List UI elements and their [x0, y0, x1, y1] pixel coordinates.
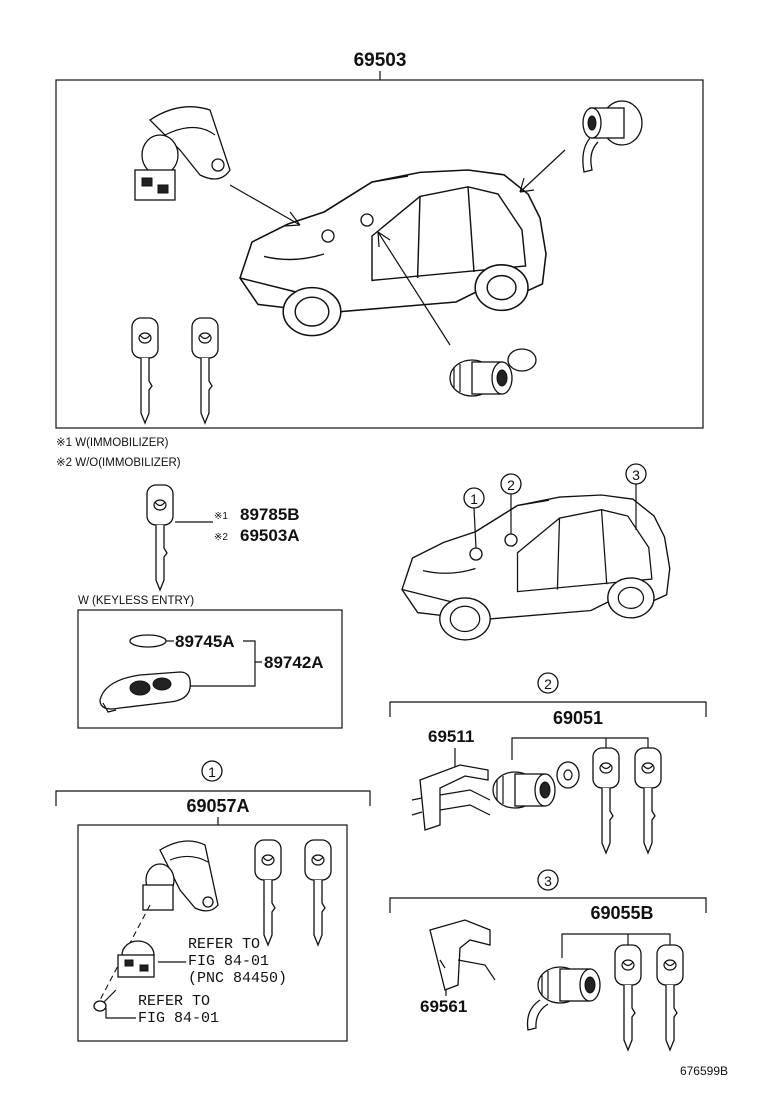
section3-clip-part-number: 69561: [420, 997, 467, 1016]
section3-bracket: [389, 897, 707, 913]
key-mark-2: ※2: [214, 532, 228, 543]
assembly-part-number: 69503: [354, 50, 407, 71]
vehicle-illustration: [239, 169, 547, 337]
hatch-lock-illustration: [582, 100, 643, 173]
section1-screw-illustration: [93, 989, 117, 1012]
key-illustration: [254, 839, 282, 946]
section3-callout-circle: [537, 869, 559, 891]
section3-callout-label: 3: [544, 873, 552, 889]
key-illustration: [592, 747, 620, 854]
section1-ref2-line1: REFER TO: [138, 993, 210, 1010]
section2-clip-illustration: [411, 764, 491, 831]
section3-leader-line: [561, 933, 671, 958]
location-marker-1: [469, 547, 483, 561]
ignition-location-marker: [321, 229, 335, 243]
section1-ref2-leader: [105, 1008, 136, 1019]
note-without-immobilizer: ※2 W/O(IMMOBILIZER): [56, 457, 181, 469]
key-illustration: [614, 944, 642, 1051]
transmitter-illustration: [99, 671, 191, 713]
section1-switch-illustration: [117, 940, 155, 978]
section1-bracket: [55, 790, 371, 806]
door-pointer-arrow: [377, 231, 451, 346]
keyless-title: W (KEYLESS ENTRY): [78, 595, 194, 607]
section1-ref1-line3: (PNC 84450): [188, 970, 287, 987]
location-marker-2: [504, 533, 518, 547]
section1-ref1-line2: FIG 84-01: [188, 953, 269, 970]
keyless-frame: [77, 609, 343, 729]
key-mark-1: ※1: [214, 511, 228, 522]
section2-lever-illustration: [556, 761, 580, 789]
section2-cylinder-illustration: [492, 771, 556, 809]
section1-ref1-line1: REFER TO: [188, 936, 260, 953]
diagram-id: 676599B: [680, 1064, 728, 1078]
callout-label-3: 3: [632, 467, 640, 483]
section1-callout-circle: [201, 760, 223, 782]
section3-part-number: 69055B: [590, 903, 653, 923]
section2-callout-label: 2: [544, 676, 552, 692]
section2-part-number: 69051: [553, 708, 603, 728]
vehicle-illustration: [401, 494, 671, 641]
section1-ref2-line2: FIG 84-01: [138, 1010, 219, 1027]
door-lock-illustration: [449, 359, 513, 397]
key-illustration: [656, 944, 684, 1051]
key-illustration: [146, 484, 174, 591]
callout-label-1: 1: [470, 491, 478, 507]
section3-clip-illustration: [429, 919, 496, 991]
callout-leader-1: [473, 507, 477, 549]
section3-cylinder-illustration: [537, 966, 601, 1004]
callout-label-2: 2: [507, 477, 515, 493]
section2-bracket: [389, 701, 707, 717]
ignition-lock-illustration: [134, 106, 231, 201]
section1-ignition-illustration: [142, 840, 219, 912]
door-location-marker: [360, 213, 374, 227]
key-illustration: [191, 317, 219, 424]
transmitter-leader-line: [190, 640, 262, 687]
section2-clip-part-number: 69511: [428, 727, 474, 746]
section1-frame: [77, 824, 348, 1042]
key-illustration: [634, 747, 662, 854]
assembly-frame: [55, 79, 704, 429]
door-lock-lever: [507, 348, 537, 372]
key-illustration: [131, 317, 159, 424]
key-part-number-1: 89785B: [240, 505, 300, 524]
section3-lever-illustration: [526, 999, 549, 1031]
section2-leader-line: [511, 737, 649, 760]
section1-part-number: 69057A: [186, 796, 249, 816]
battery-part-number: 89745A: [175, 632, 235, 651]
key-part-number-2: 69503A: [240, 526, 300, 545]
transmitter-part-number: 89742A: [264, 653, 324, 672]
ignition-pointer-arrow: [229, 184, 301, 227]
battery-illustration: [129, 634, 167, 648]
hatch-pointer-arrow: [519, 149, 566, 193]
section2-lever-hole: [563, 769, 573, 781]
section1-callout-label: 1: [208, 764, 216, 780]
key-illustration: [304, 839, 332, 946]
note-immobilizer: ※1 W(IMMOBILIZER): [56, 437, 169, 449]
section2-callout-circle: [537, 672, 559, 694]
